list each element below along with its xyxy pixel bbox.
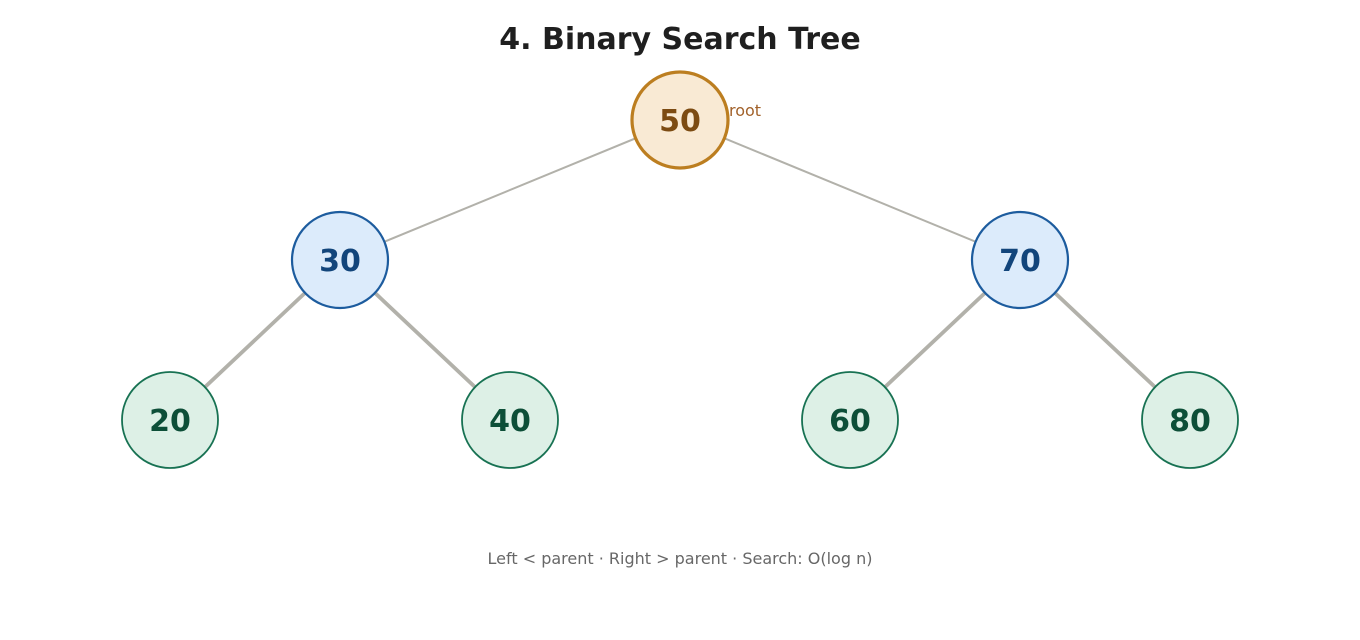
node-value: 50 xyxy=(659,104,701,139)
tree-node-root: 50 xyxy=(630,70,730,170)
edge-root-left xyxy=(339,119,681,261)
tree-node-left-left: 20 xyxy=(121,371,219,469)
tree-node-right: 70 xyxy=(970,210,1070,310)
tree-node-right-left: 60 xyxy=(801,371,899,469)
tree-node-right-right: 80 xyxy=(1141,371,1239,469)
node-circle xyxy=(461,371,559,469)
tree-node-left-right: 40 xyxy=(461,371,559,469)
node-value: 20 xyxy=(149,404,191,439)
tree-node-left: 30 xyxy=(290,210,390,310)
node-value: 60 xyxy=(829,404,871,439)
node-circle xyxy=(1141,371,1239,469)
node-value: 70 xyxy=(999,244,1041,279)
page-title: 4. Binary Search Tree xyxy=(499,22,861,57)
node-circle xyxy=(970,210,1070,310)
node-value: 80 xyxy=(1169,404,1211,439)
node-circle xyxy=(290,210,390,310)
node-circle xyxy=(630,70,730,170)
node-circle xyxy=(801,371,899,469)
node-value: 30 xyxy=(319,244,361,279)
footer-caption: Left < parent · Right > parent · Search:… xyxy=(487,549,873,568)
root-annotation-label: root xyxy=(729,101,761,120)
node-value: 40 xyxy=(489,404,531,439)
edge-root-right xyxy=(679,119,1021,261)
node-circle xyxy=(121,371,219,469)
